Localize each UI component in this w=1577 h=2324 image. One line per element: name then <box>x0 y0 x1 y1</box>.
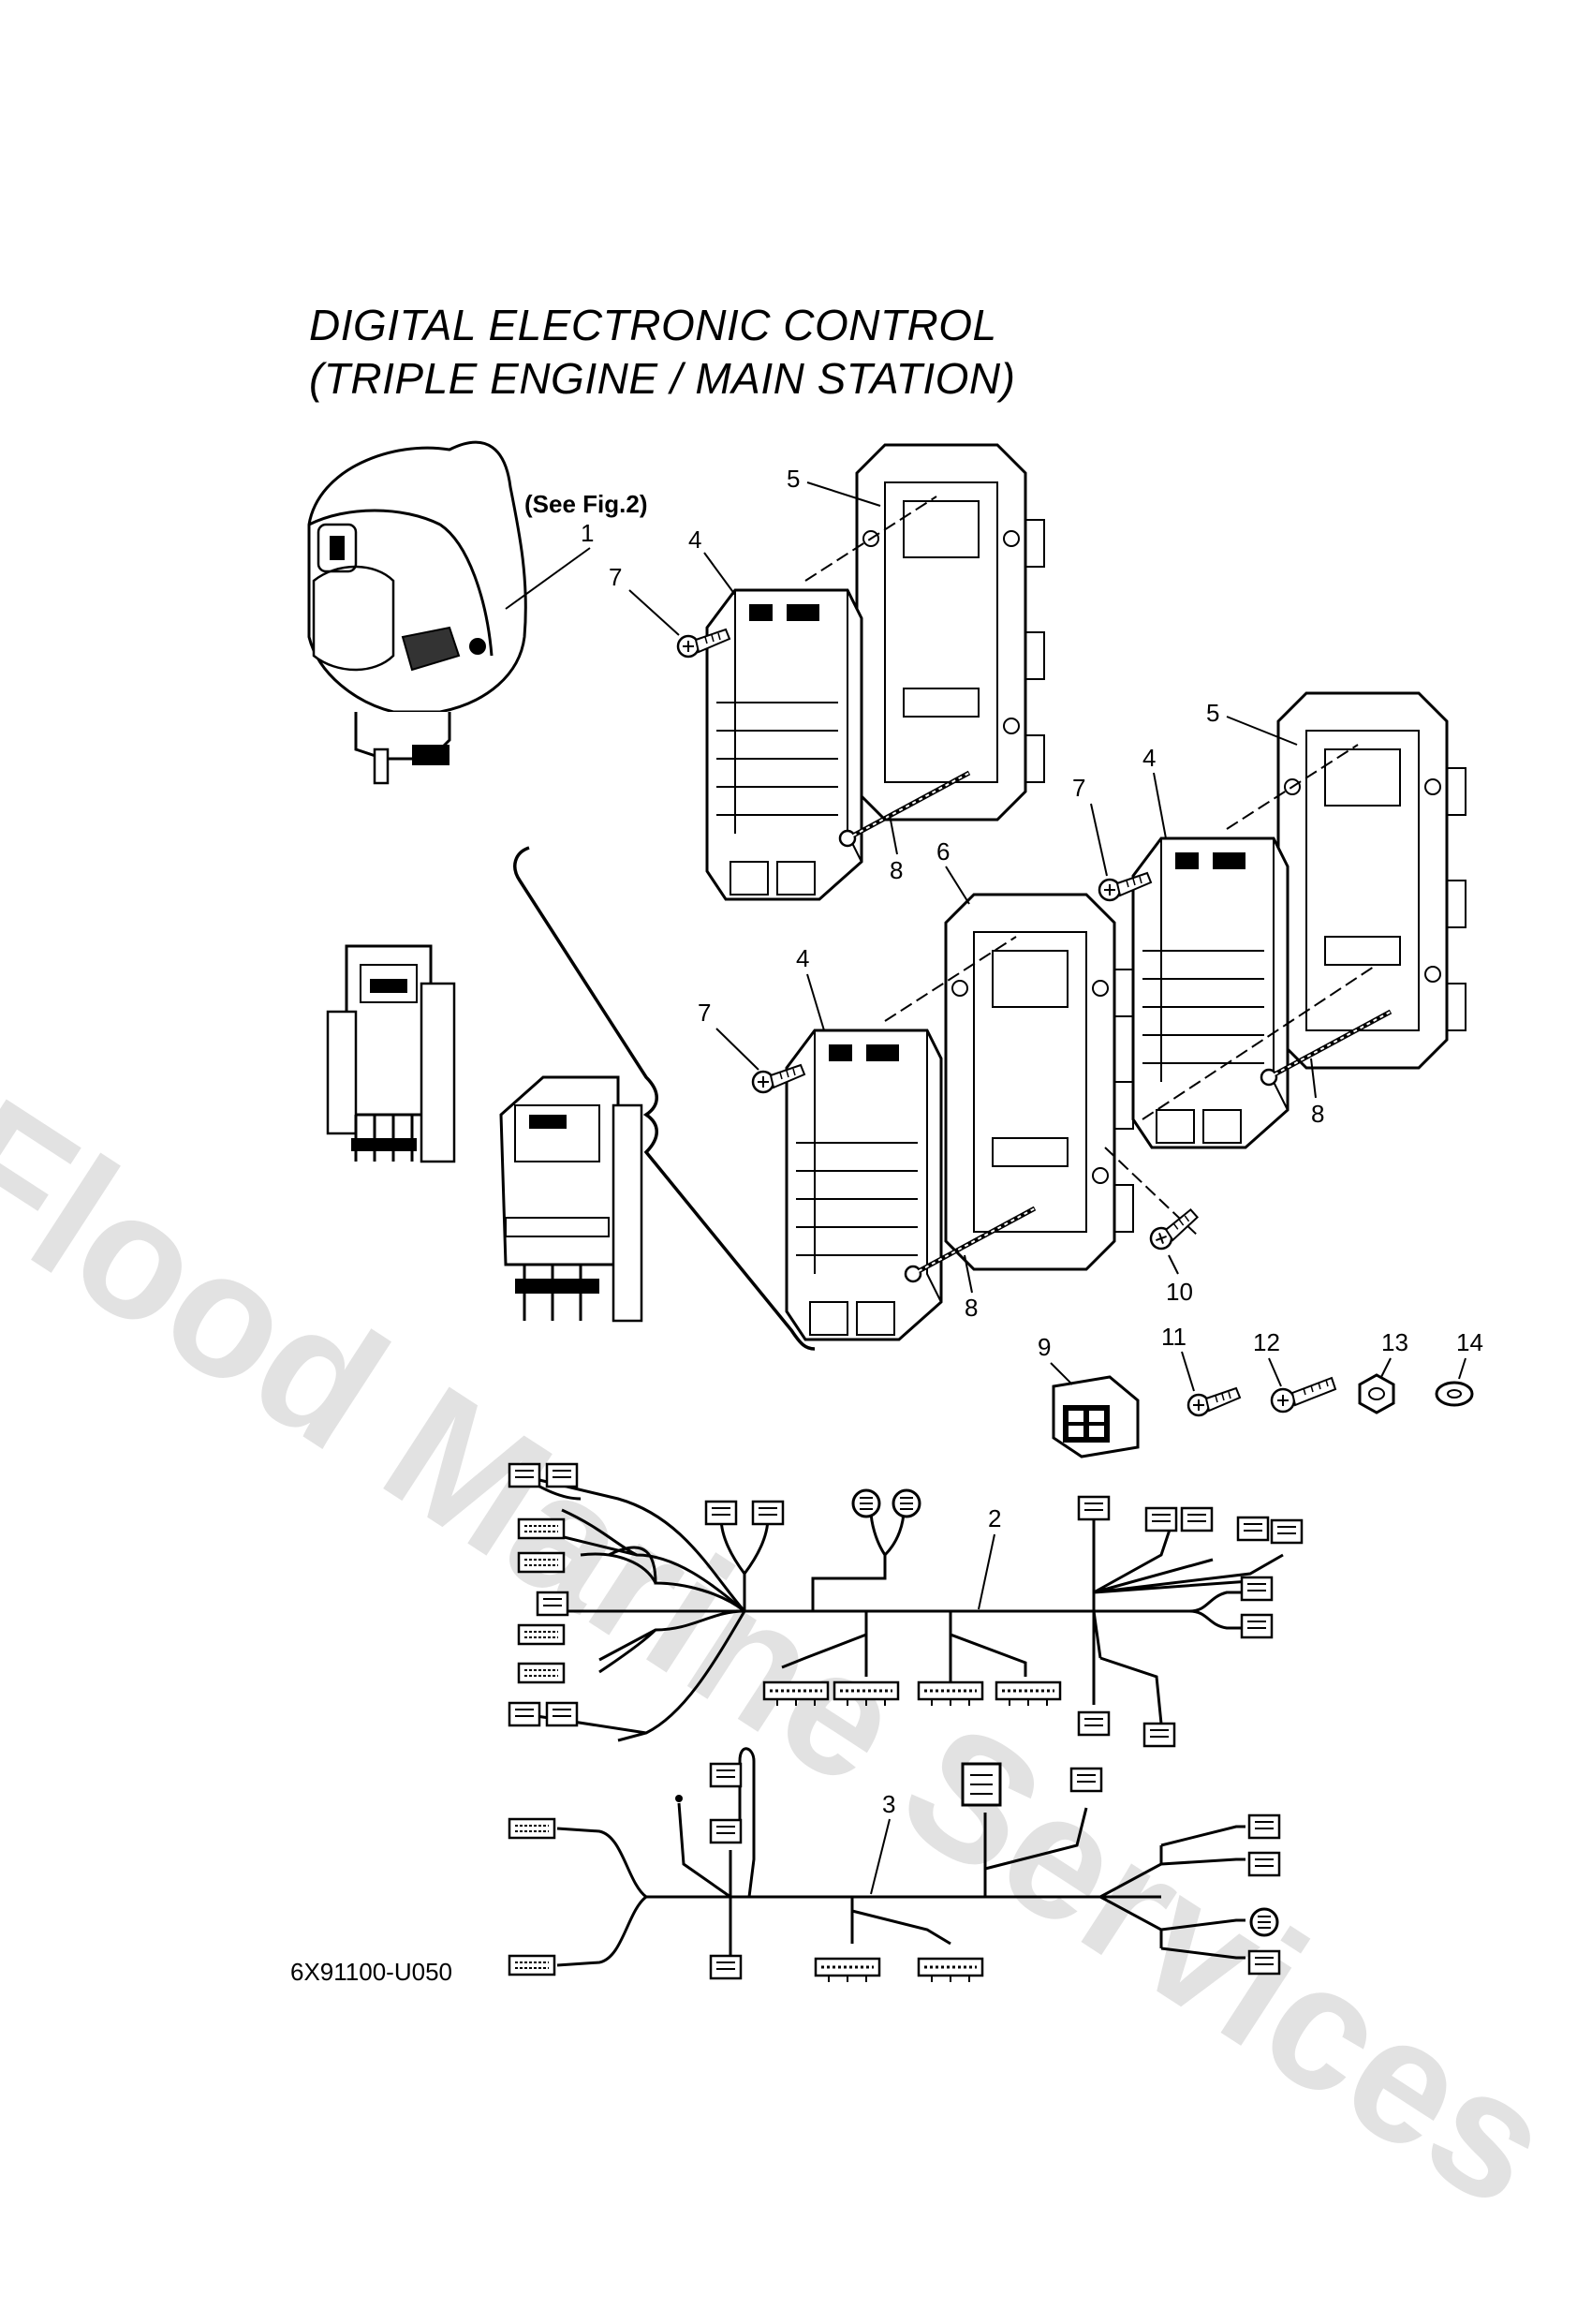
harness-2-connectors <box>508 1462 1304 1748</box>
assembly-brace <box>513 846 816 1351</box>
callout-10: 10 <box>1166 1278 1193 1306</box>
harness-3-connectors <box>508 1762 1281 1984</box>
callout-6: 6 <box>936 837 950 866</box>
remote-control-lever <box>307 440 527 785</box>
diagram-title-line2: (TRIPLE ENGINE / MAIN STATION) <box>309 354 1016 403</box>
callout-7-right: 7 <box>1072 774 1085 802</box>
callout-9: 9 <box>1038 1333 1051 1361</box>
callout-12: 12 <box>1253 1328 1280 1356</box>
callout-11: 11 <box>1161 1323 1186 1351</box>
nut-13 <box>1358 1373 1395 1414</box>
callout-3: 3 <box>882 1790 895 1818</box>
see-fig-2-note: (See Fig.2) <box>524 490 647 518</box>
connector-9 <box>1052 1375 1140 1458</box>
wire-harness-2 <box>519 1473 1284 1742</box>
callout-14: 14 <box>1456 1328 1483 1356</box>
callout-7-upper: 7 <box>609 563 622 591</box>
wire-harness-3 <box>556 1747 1245 1967</box>
washer-14 <box>1435 1381 1474 1407</box>
callout-8-lower: 8 <box>965 1294 978 1322</box>
callout-4-lower: 4 <box>796 944 809 972</box>
ecu-4-lower <box>785 1029 943 1341</box>
callout-1: 1 <box>581 519 594 547</box>
callout-2: 2 <box>988 1504 1001 1532</box>
callout-13: 13 <box>1381 1328 1408 1356</box>
callout-5-upper: 5 <box>787 465 800 493</box>
ecu-4-right <box>1131 836 1290 1149</box>
callout-8-upper: 8 <box>890 856 903 884</box>
bracket-5-upper <box>855 443 1046 822</box>
callout-5-right: 5 <box>1206 699 1219 727</box>
screw-11 <box>1186 1386 1242 1417</box>
bolt-12 <box>1270 1376 1337 1414</box>
callout-8-right: 8 <box>1311 1100 1324 1128</box>
bracket-6-lower <box>944 893 1135 1271</box>
callout-4-upper: 4 <box>688 525 701 554</box>
reference-code: 6X91100-U050 <box>290 1958 452 1986</box>
ecu-4-upper <box>705 588 863 901</box>
assembled-unit-right <box>499 1075 643 1323</box>
diagram-title-line1: DIGITAL ELECTRONIC CONTROL <box>309 301 997 349</box>
callout-7-lower: 7 <box>698 999 711 1027</box>
assembled-unit-left <box>326 944 456 1163</box>
callout-4-right: 4 <box>1142 744 1156 772</box>
